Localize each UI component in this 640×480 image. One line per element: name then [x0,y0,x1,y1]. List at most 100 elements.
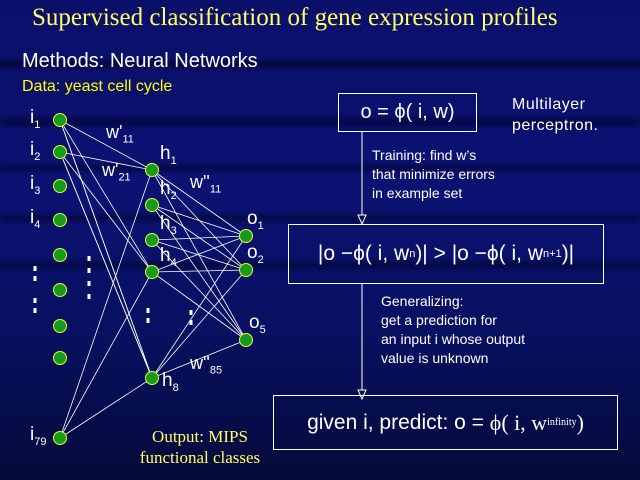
inequality-part: )| > |o −ϕ( i, w [415,242,544,265]
output-node-label: o1 [247,208,264,232]
ellipsis-dot [146,308,150,313]
connection-line [151,204,247,341]
neuron-node [53,179,67,193]
arrow-head-icon [357,389,367,401]
ellipsis-dot [87,294,91,299]
input-label: i4 [30,207,41,231]
hidden-label: h8 [162,370,179,394]
connection-line [151,239,247,271]
output-label-line1: Output: MIPS [152,427,248,446]
input-label: i1 [30,107,41,131]
connection-line [59,119,153,379]
output-label: Output: MIPS functional classes [115,426,285,468]
prediction-sub: infinity [547,417,577,428]
connection-line [151,204,247,237]
ellipsis-dot [87,281,91,286]
neuron-node [145,163,159,177]
neuron-node [53,351,67,365]
weight-label: w'21 [102,160,131,184]
hidden-label: h1 [160,143,177,167]
inequality-part: |o −ϕ( i, w [317,242,410,265]
ellipsis-dot [33,266,37,271]
neuron-node [145,233,159,247]
ellipsis-dot [33,298,37,303]
inequality-sub: n+1 [543,248,562,260]
connection-line [59,119,153,273]
neuron-node [53,319,67,333]
hidden-label: h2 [160,178,177,202]
connection-line [151,235,247,273]
ellipsis-dot [146,318,150,323]
connection-line [151,235,247,379]
neuron-node [53,283,67,297]
connection-line [59,151,153,273]
output-node-label: o5 [249,312,266,336]
arrow-head-icon [357,214,367,226]
input-label: i2 [30,139,41,163]
connection-line [59,271,153,439]
connection-line [151,239,247,341]
neuron-node [145,198,159,212]
neuron-node [53,431,67,445]
connection-line [59,151,153,171]
neuron-node [239,229,253,243]
inequality-sub: n [409,248,416,260]
ellipsis-dot [189,310,193,315]
ellipsis-dot [189,320,193,325]
neuron-node [53,213,67,227]
training-note: Training: find w’s that minimize errors … [372,146,495,203]
ellipsis-dot [33,308,37,313]
connection-line [59,151,153,379]
data-label: Data: yeast cell cycle [22,78,173,95]
generalizing-line: get a prediction for [381,312,497,328]
neuron-node [239,333,253,347]
neuron-node [53,113,67,127]
connection-line [151,269,247,379]
neuron-node [53,248,67,262]
neuron-node [145,265,159,279]
weight-label: w''11 [190,172,222,196]
mlp-line1: Multilayer [512,96,586,113]
weight-label: w''85 [190,353,223,377]
connection-line [151,339,247,379]
hidden-label: h3 [160,213,177,237]
generalizing-note: Generalizing: get a prediction for an in… [381,292,525,368]
mlp-label: Multilayer perceptron. [512,94,598,136]
generalizing-line: an input i whose output [381,331,525,347]
output-node-label: o2 [247,242,264,266]
neuron-node [145,371,159,385]
neuron-node [239,263,253,277]
mlp-line2: perceptron. [512,117,599,134]
ellipsis-dot [33,276,37,281]
connection-line [151,269,247,273]
generalizing-line: value is unknown [381,350,489,366]
input-label: i3 [30,173,41,197]
output-label-line2: functional classes [139,448,261,467]
training-line: Training: find w’s [372,147,477,163]
connection-line [151,169,247,271]
training-line: that minimize errors [372,166,495,182]
connection-line [59,119,153,171]
generalizing-line: Generalizing: [381,293,464,309]
connection-line [151,169,247,237]
hidden-label: h4 [160,245,177,269]
connection-line [151,271,247,341]
input-label: i79 [30,424,47,448]
prediction-close: ) [576,409,584,435]
connection-line [151,235,247,241]
weight-label: w'11 [106,122,134,146]
methods-label: Methods: Neural Networks [22,50,258,72]
connection-line [59,377,153,439]
connection-line [59,169,153,439]
slide-title: Supervised classification of gene expres… [32,4,558,31]
model-box: o = ϕ( i, w) [338,93,477,132]
inequality-part: )| [561,242,575,265]
ellipsis-dot [87,256,91,261]
neuron-node [53,145,67,159]
training-line: in example set [372,185,463,201]
prediction-text: given i, predict: o = [307,410,490,434]
prediction-formula: ϕ( i, w [489,409,548,435]
